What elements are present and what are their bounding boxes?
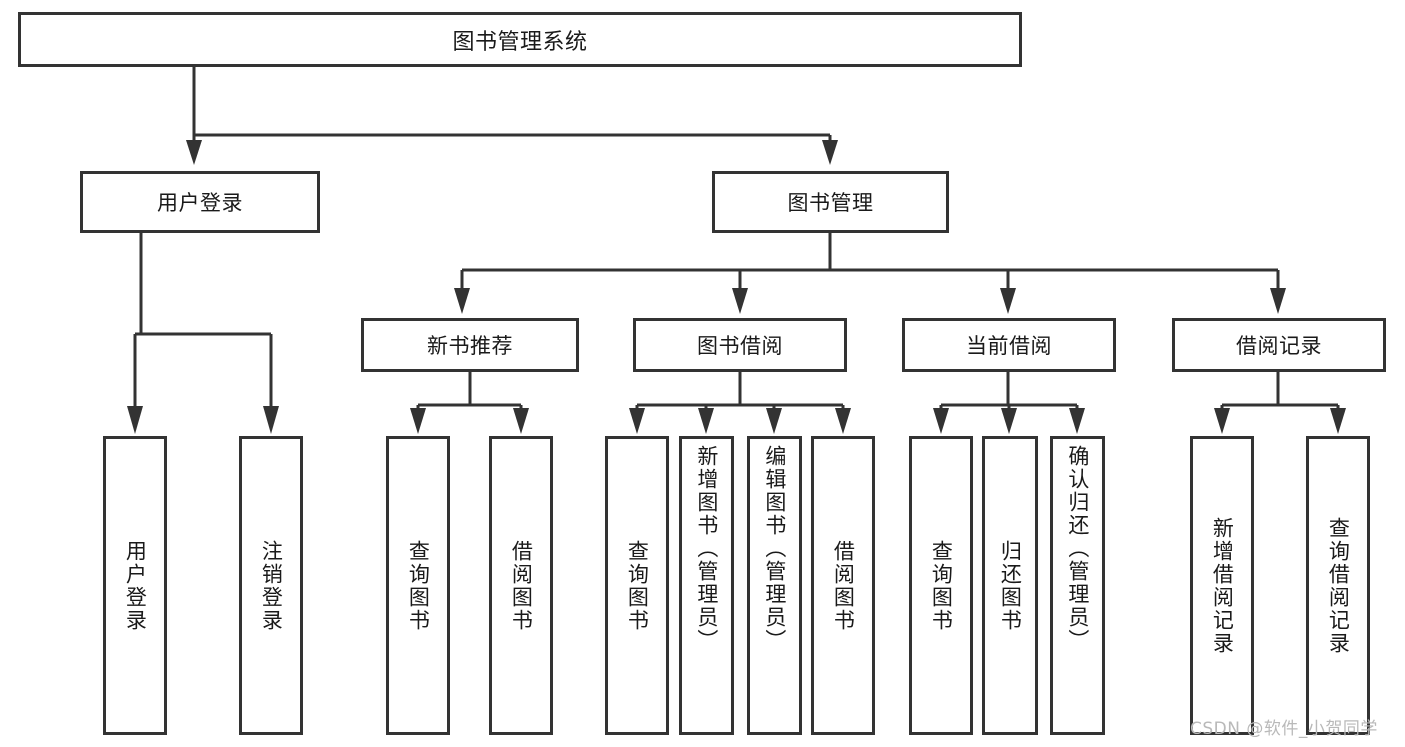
leaf-label: 查询图书 bbox=[929, 539, 954, 632]
leaf-current-return-book[interactable]: 归还图书 bbox=[982, 436, 1038, 735]
leaf-label: 借阅图书 bbox=[509, 539, 534, 632]
node-book-management[interactable]: 图书管理 bbox=[712, 171, 949, 233]
leaf-borrow-edit-book-admin[interactable]: 编辑图书（管理员） bbox=[747, 436, 802, 735]
leaf-label: 用户登录 bbox=[123, 539, 148, 632]
leaf-label: 确认归还（管理员） bbox=[1065, 445, 1090, 652]
leaf-label: 编辑图书（管理员） bbox=[762, 445, 787, 652]
leaf-record-query-borrow-record[interactable]: 查询借阅记录 bbox=[1306, 436, 1370, 735]
leaf-borrow-add-book-admin[interactable]: 新增图书（管理员） bbox=[679, 436, 734, 735]
leaf-record-add-borrow-record[interactable]: 新增借阅记录 bbox=[1190, 436, 1254, 735]
arrowheads bbox=[127, 140, 1346, 434]
node-new-book-recommendation[interactable]: 新书推荐 bbox=[361, 318, 579, 372]
watermark: CSDN @软件_小贺同学 bbox=[1190, 719, 1378, 739]
leaf-user-login-logout[interactable]: 注销登录 bbox=[239, 436, 303, 735]
leaf-current-query-book[interactable]: 查询图书 bbox=[909, 436, 973, 735]
leaf-label: 查询借阅记录 bbox=[1326, 516, 1351, 655]
leaf-label: 新增图书（管理员） bbox=[694, 445, 719, 652]
node-borrow-record[interactable]: 借阅记录 bbox=[1172, 318, 1386, 372]
leaf-label: 查询图书 bbox=[625, 539, 650, 632]
leaf-user-login-login[interactable]: 用户登录 bbox=[103, 436, 167, 735]
leaf-label: 注销登录 bbox=[259, 539, 284, 632]
leaf-new-book-borrow-book[interactable]: 借阅图书 bbox=[489, 436, 553, 735]
leaf-label: 归还图书 bbox=[998, 539, 1023, 632]
leaf-borrow-borrow-book[interactable]: 借阅图书 bbox=[811, 436, 875, 735]
leaf-label: 新增借阅记录 bbox=[1210, 516, 1235, 655]
node-user-login[interactable]: 用户登录 bbox=[80, 171, 320, 233]
node-current-borrowing[interactable]: 当前借阅 bbox=[902, 318, 1116, 372]
node-root-book-management-system[interactable]: 图书管理系统 bbox=[18, 12, 1022, 67]
leaf-current-confirm-return-admin[interactable]: 确认归还（管理员） bbox=[1050, 436, 1105, 735]
leaf-label: 查询图书 bbox=[406, 539, 431, 632]
leaf-new-book-query-book[interactable]: 查询图书 bbox=[386, 436, 450, 735]
leaf-borrow-query-book[interactable]: 查询图书 bbox=[605, 436, 669, 735]
leaf-label: 借阅图书 bbox=[831, 539, 856, 632]
node-book-borrowing[interactable]: 图书借阅 bbox=[633, 318, 847, 372]
